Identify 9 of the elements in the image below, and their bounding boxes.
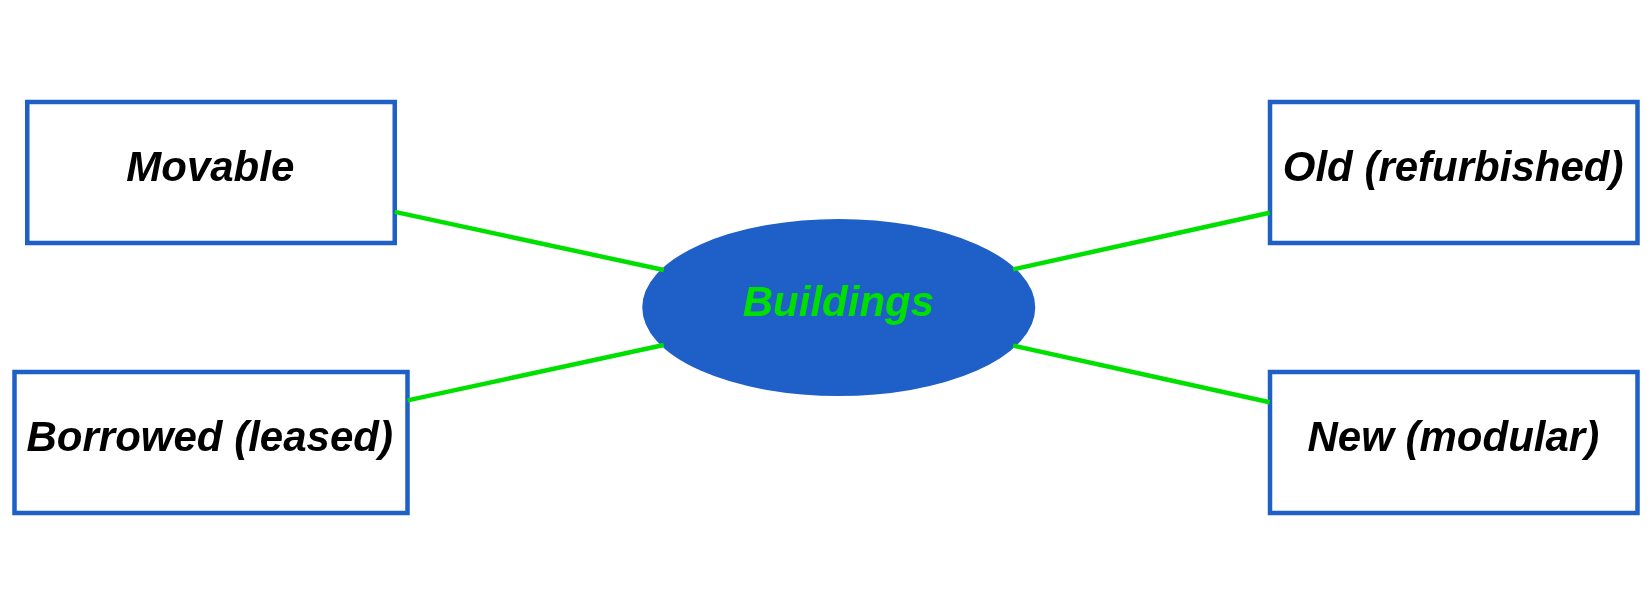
node-box: Movable [25, 99, 397, 246]
connector [394, 209, 665, 273]
connector [1012, 343, 1271, 405]
node-box: Old (refurbished) [1267, 99, 1640, 246]
node-box: Borrowed (leased) [12, 369, 410, 516]
connector [1012, 210, 1271, 272]
node-box: New (modular) [1267, 369, 1640, 516]
node-ellipse: Buildings [642, 219, 1036, 396]
connector [407, 342, 665, 403]
